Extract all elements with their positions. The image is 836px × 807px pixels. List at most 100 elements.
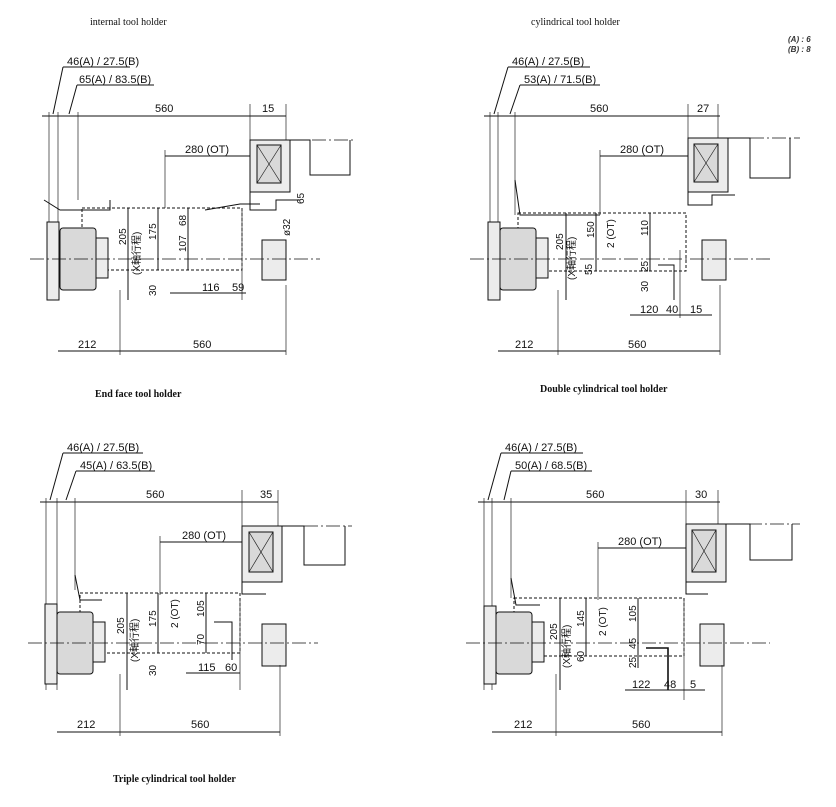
tool-seat (241, 582, 266, 595)
vdim-150: 150 (586, 221, 597, 238)
spindle-face (46, 221, 60, 301)
vdim-30: 30 (148, 664, 159, 676)
hdim-59: 59 (232, 282, 244, 294)
vdim-145: 145 (576, 610, 587, 627)
vdim-dia32: ø32 (282, 218, 293, 236)
top-dim-560: 560 (155, 103, 173, 115)
bearing-cross-2 (691, 529, 717, 573)
bottom-dim-560: 560 (632, 719, 650, 731)
hdim-60: 60 (225, 662, 237, 674)
panel-double-cylindrical-tool-holder: 46(A) / 27.5(B) 50(A) / 68.5(B) 560 30 2… (466, 442, 800, 736)
spindle-face (487, 221, 501, 301)
panel-cylindrical-tool-holder: 46(A) / 27.5(B) 53(A) / 71.5(B) 560 27 2… (470, 56, 800, 355)
turret-outline (282, 525, 346, 566)
leader-label-1: 46(A) / 27.5(B) (505, 442, 577, 454)
vdim-205: 205 (116, 617, 127, 634)
vdim-2ot: 2 (OT) (598, 607, 609, 636)
caption-end-face-tool-holder: End face tool holder (95, 389, 182, 400)
vdim-205: 205 (549, 623, 560, 640)
top-dim-560: 560 (590, 103, 608, 115)
vdim-110: 110 (640, 220, 651, 236)
leader-label-2: 45(A) / 63.5(B) (80, 460, 152, 472)
leader-label-1: 46(A) / 27.5(B) (512, 56, 584, 68)
hdim-48: 48 (664, 679, 676, 691)
vdim-stroke: (X軸行程) (560, 625, 573, 668)
leader-line-1 (487, 452, 502, 501)
bearing-cross-2 (693, 143, 719, 183)
hdim-115: 115 (198, 662, 216, 674)
legend-a: (A) : 6 (788, 35, 811, 44)
tool-holder-bar (510, 577, 540, 606)
chuck-jaw (531, 621, 545, 663)
leader-label-2: 65(A) / 83.5(B) (79, 74, 151, 86)
tool-holder-bar (514, 179, 600, 216)
tool-holder-bar (74, 574, 102, 601)
chuck-jaw (95, 237, 109, 279)
hdim-40: 40 (666, 304, 678, 316)
vdim-25: 25 (640, 260, 651, 272)
vdim-stroke: (X軸行程) (565, 237, 578, 280)
bottom-dim-560: 560 (628, 339, 646, 351)
leader-line-1 (493, 66, 509, 115)
tool-holder-bar (43, 199, 111, 211)
turret-outline (726, 523, 793, 561)
dim-ot: 280 (OT) (618, 536, 662, 548)
tailstock-part (261, 623, 287, 667)
vdim-175: 175 (148, 610, 159, 627)
leader-line-2 (65, 470, 77, 501)
turret-outline (728, 137, 791, 179)
hdim-116: 116 (202, 282, 220, 294)
bearing-cross-2 (256, 144, 282, 184)
vdim-2ot: 2 (OT) (170, 599, 181, 628)
vdim-30: 30 (148, 284, 159, 296)
hdim-122: 122 (632, 679, 650, 691)
bottom-dim-212: 212 (77, 719, 95, 731)
top-dim-right: 30 (695, 489, 707, 501)
vdim-205: 205 (118, 228, 129, 245)
vdim-45: 45 (628, 637, 639, 649)
leader-label-2: 50(A) / 68.5(B) (515, 460, 587, 472)
bottom-dim-212: 212 (514, 719, 532, 731)
spindle-face (483, 605, 497, 685)
tool-boring-bar (204, 203, 260, 211)
leader-label-1: 46(A) / 27.5(B) (67, 56, 139, 68)
tailstock-part (701, 239, 727, 281)
leader-line-2 (68, 84, 78, 115)
bottom-dim-212: 212 (515, 339, 533, 351)
vdim-stroke: (X軸行程) (128, 619, 141, 662)
tool-seat (249, 192, 300, 211)
vdim-105: 105 (628, 605, 639, 622)
vdim-2ot: 2 (OT) (606, 219, 617, 248)
caption-double-cylindrical-tool-holder: Double cylindrical tool holder (540, 384, 668, 395)
vdim-30: 30 (640, 280, 651, 292)
top-dim-560: 560 (146, 489, 164, 501)
top-dim-right: 35 (260, 489, 272, 501)
hdim-5: 5 (690, 679, 696, 691)
dim-ot: 280 (OT) (185, 144, 229, 156)
chuck-jaw (92, 621, 106, 663)
turret-outline (290, 139, 351, 176)
dim-ot: 280 (OT) (620, 144, 664, 156)
vdim-107: 107 (178, 235, 189, 252)
vdim-25: 25 (628, 656, 639, 668)
vdim-70: 70 (196, 633, 207, 645)
leader-label-2: 53(A) / 71.5(B) (524, 74, 596, 86)
caption-internal-tool-holder: internal tool holder (90, 17, 167, 28)
tool-insert (214, 621, 233, 660)
top-dim-right: 15 (262, 103, 274, 115)
dim-ot: 280 (OT) (182, 530, 226, 542)
top-dim-560: 560 (586, 489, 604, 501)
chuck-jaw (535, 237, 549, 279)
tailstock-part (699, 623, 725, 667)
tool-insert (646, 647, 669, 690)
bottom-dim-560: 560 (193, 339, 211, 351)
leader-line-1 (52, 66, 64, 115)
tailstock-part (261, 239, 287, 281)
vdim-68: 68 (178, 214, 189, 226)
vdim-205: 205 (555, 233, 566, 250)
hdim-120: 120 (640, 304, 658, 316)
vdim-175: 175 (148, 223, 159, 240)
leader-line-2 (503, 470, 512, 501)
legend-b: (B) : 8 (788, 45, 811, 54)
